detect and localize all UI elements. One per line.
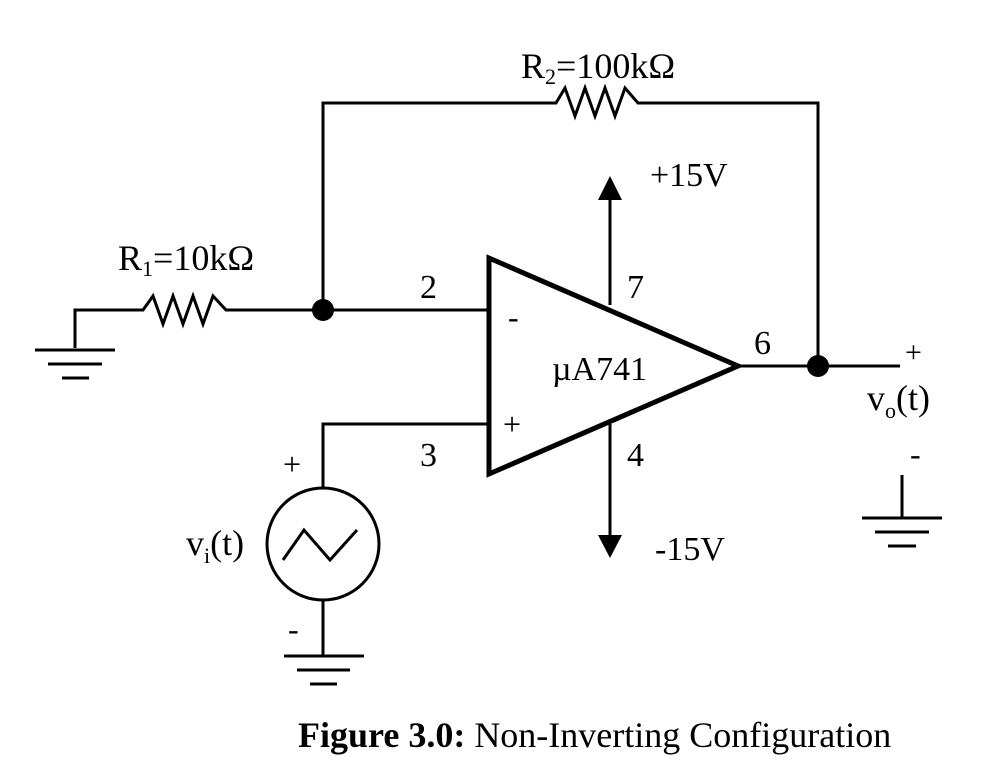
noninv-input-wire	[321, 422, 487, 488]
negative-supply-label: -15V	[655, 531, 725, 568]
junction-node-inverting	[312, 299, 334, 321]
output-plus-sign: +	[905, 336, 922, 369]
source-plus-sign: +	[283, 446, 301, 482]
positive-supply-label: +15V	[650, 157, 728, 194]
triangle-wave-icon	[281, 527, 359, 563]
ground-left-icon	[35, 348, 115, 380]
pin-3-label: 3	[420, 437, 437, 474]
noninverting-input-sign: +	[503, 406, 521, 442]
source-label: vi(t)	[186, 523, 244, 568]
pin-2-label: 2	[420, 269, 437, 306]
ground-output-icon	[862, 516, 942, 548]
figure-caption: Figure 3.0: Non-Inverting Configuration	[298, 715, 891, 755]
opamp-triangle	[486, 254, 745, 478]
pin-6-label: 6	[754, 325, 771, 362]
pin-4-label: 4	[627, 437, 644, 474]
inverting-input-sign: -	[508, 299, 519, 335]
negative-supply-arrow-icon	[598, 535, 622, 558]
output-label: vo(t)	[867, 378, 930, 423]
ground-source-icon	[284, 654, 364, 686]
pin-7-label: 7	[627, 269, 644, 306]
source-minus-sign: -	[288, 611, 299, 647]
source-circle	[265, 486, 381, 602]
r1-wire	[73, 291, 487, 348]
r2-label: R2=100kΩ	[521, 46, 675, 89]
output-minus-sign: -	[910, 436, 921, 472]
feedback-wire	[321, 83, 820, 366]
r1-label: R1=10kΩ	[118, 238, 254, 281]
positive-supply-arrow-icon	[598, 176, 622, 200]
opamp-name: µA741	[552, 351, 647, 388]
junction-node-output	[807, 355, 829, 377]
